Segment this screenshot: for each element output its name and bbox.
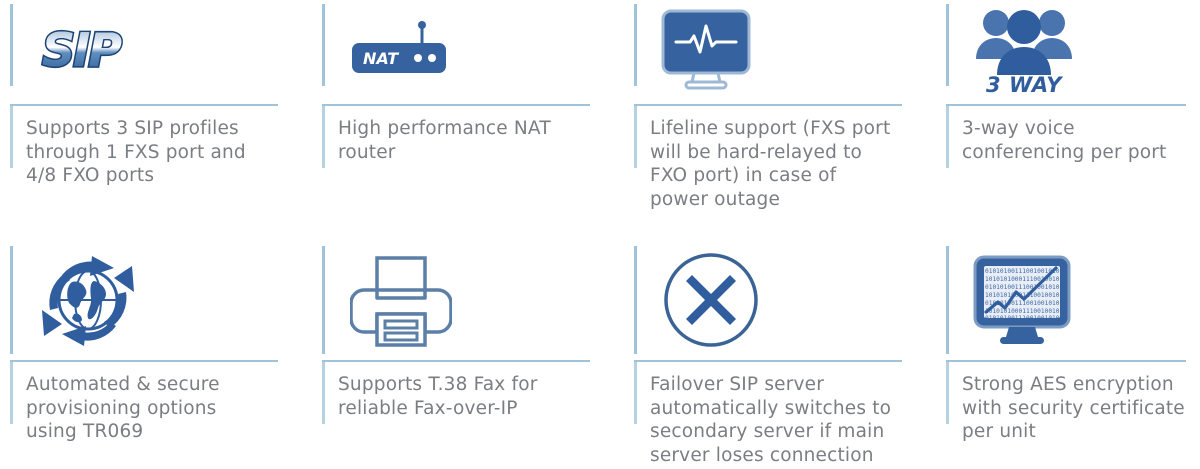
- cell-accent-bar: [946, 4, 949, 86]
- feature-card-nat-router: NAT High performance NAT router: [312, 0, 624, 234]
- three-users-icon: 3 WAY: [972, 3, 1076, 97]
- circle-x-icon: [662, 251, 760, 349]
- svg-text:SIP: SIP: [42, 23, 122, 77]
- feature-card-failover-server: Failover SIP server automatically switch…: [624, 234, 936, 469]
- svg-text:NAT: NAT: [363, 49, 399, 68]
- caption-accent-bar: [322, 106, 325, 168]
- feature-card-aes-encryption: 010101001110010010101 101010100011100100…: [936, 234, 1200, 469]
- feature-caption: High performance NAT router: [338, 118, 551, 163]
- cell-divider: [946, 360, 1186, 362]
- cell-accent-bar: [322, 246, 325, 354]
- monitor-heartbeat-icon: [660, 8, 752, 92]
- feature-caption: 3-way voice conferencing per port: [962, 118, 1167, 163]
- cell-accent-bar: [634, 4, 637, 86]
- feature-card-three-way-conferencing: 3 WAY 3-way voice conferencing per port: [936, 0, 1200, 234]
- sip-logo-icon: SIP SIP: [38, 22, 146, 78]
- icon-zone: 3 WAY: [948, 0, 1200, 100]
- feature-caption: Automated & secure provisioning options …: [26, 374, 220, 442]
- caption-accent-bar: [946, 362, 949, 424]
- feature-caption: Supports T.38 Fax for reliable Fax-over-…: [338, 374, 538, 419]
- cell-divider: [322, 360, 590, 362]
- cell-divider: [10, 104, 278, 106]
- icon-zone: [636, 0, 936, 100]
- svg-text:101010100011100100101: 101010100011100100101: [985, 276, 1064, 283]
- caption-accent-bar: [634, 362, 637, 424]
- caption-accent-bar: [322, 362, 325, 424]
- icon-zone: [12, 234, 312, 365]
- feature-caption: Failover SIP server automatically switch…: [650, 374, 892, 466]
- icon-zone: SIP SIP: [12, 0, 312, 100]
- icon-zone: [636, 234, 936, 365]
- cell-divider: [322, 104, 590, 106]
- cell-divider: [10, 360, 278, 362]
- cell-divider: [946, 104, 1186, 106]
- feature-card-lifeline-support: Lifeline support (FXS port will be hard-…: [624, 0, 936, 234]
- svg-text:101010100011100100101: 101010100011100100101: [985, 308, 1064, 315]
- monitor-binary-chart-icon: 010101001110010010101 101010100011100100…: [972, 254, 1072, 346]
- svg-text:010101001110010010101: 010101001110010010101: [985, 300, 1064, 307]
- caption-accent-bar: [634, 106, 637, 168]
- feature-card-provisioning: Automated & secure provisioning options …: [0, 234, 312, 469]
- cell-divider: [634, 104, 902, 106]
- caption-accent-bar: [10, 106, 13, 168]
- feature-caption: Supports 3 SIP profiles through 1 FXS po…: [26, 118, 246, 186]
- feature-caption: Strong AES encryption with security cert…: [962, 374, 1185, 442]
- svg-text:010101001110010010101: 010101001110010010101: [985, 268, 1064, 275]
- caption-accent-bar: [10, 362, 13, 424]
- three-way-label: 3 WAY: [986, 73, 1062, 97]
- svg-text:010101001110010010101: 010101001110010010101: [985, 315, 1064, 322]
- cell-accent-bar: [322, 4, 325, 86]
- feature-caption: Lifeline support (FXS port will be hard-…: [650, 118, 891, 210]
- cell-accent-bar: [634, 246, 637, 354]
- svg-text:SIP: SIP: [42, 23, 122, 77]
- cell-accent-bar: [946, 246, 949, 354]
- svg-text:101010100011100100101: 101010100011100100101: [985, 292, 1064, 299]
- cell-divider: [634, 360, 902, 362]
- feature-card-sip-profiles: SIP SIP Supports 3 SIP profiles through …: [0, 0, 312, 234]
- cell-accent-bar: [10, 246, 13, 354]
- icon-zone: [324, 234, 624, 365]
- icon-zone: 010101001110010010101 101010100011100100…: [948, 234, 1200, 365]
- feature-card-fax-support: Supports T.38 Fax for reliable Fax-over-…: [312, 234, 624, 469]
- globe-refresh-icon: [34, 248, 142, 352]
- icon-zone: NAT: [324, 0, 624, 100]
- cell-accent-bar: [10, 4, 13, 86]
- printer-fax-icon: [350, 252, 452, 348]
- svg-text:010101001110010010101: 010101001110010010101: [985, 284, 1064, 291]
- nat-router-icon: NAT: [348, 19, 458, 81]
- caption-accent-bar: [946, 106, 949, 168]
